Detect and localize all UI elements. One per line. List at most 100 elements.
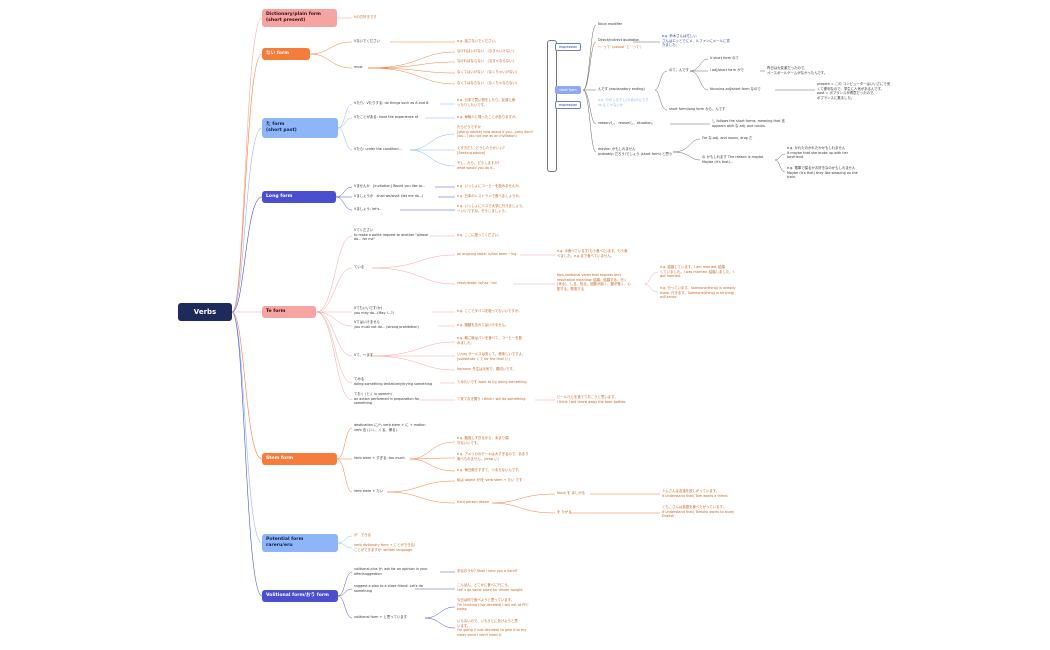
stem-tai-2: third person desire [457, 500, 490, 504]
te-example-3: e.g. ここでタバコを吸ってもいいですか。 [457, 309, 522, 313]
potential-node-2: verb dictionary form + ことができる/ ことができますか:… [354, 543, 416, 552]
kara-ndesu: short form/long form から、んです [669, 107, 726, 111]
nai-node-1: Vないでください [354, 39, 380, 43]
ta-example-2: e.g. 毎晩人と喋ったことがありますか。 [457, 115, 519, 119]
category-volitional-form[interactable]: Volitional form/おう form [262, 590, 338, 602]
te-node-3: Vてもいいです(か) you may do...(May I...?) [354, 306, 394, 315]
quotation-casual-note: ～ 'って' (casual 'と' 'って') [598, 45, 642, 49]
volitional-node-2: suggest a plan to a close friend: Let's … [354, 584, 423, 593]
te-iru-result-example: Non-volitional verbs that express only r… [557, 273, 631, 291]
stem-sugiru-1: e.g. 勉強しすぎるから、あまり頭 きないいです。 [457, 436, 509, 445]
te-example-4: e.g. 箱鍵を忘れてはいけません。 [457, 323, 509, 327]
te-example-5b: い/na) サーメスは安くて、美味しいですよ。 [substitute くて f… [457, 352, 526, 361]
stem-node-1: destination に/へ verb stem + に + motion v… [354, 423, 426, 432]
explanatory-ending: んです (explanatory ending) [598, 87, 645, 91]
potential-node-1: が できる [354, 533, 371, 537]
node-node-desu: のて、んです [669, 68, 690, 72]
te-node-1: Vてください to make a polite request to anoth… [354, 228, 429, 242]
stem-tai-1: 私は object が/を verb stem + たい です [457, 478, 523, 482]
te-example-7: て来ておき置う I think I will do something [457, 397, 526, 401]
ta-example-3: たらどうですか [giving advice] how about if you… [457, 125, 533, 139]
stem-tagaru: を たがる [557, 510, 572, 514]
te-example-7b: ビールびんを捨てておこうと思います。 I think I will throw … [557, 395, 627, 404]
volitional-node-1: volitional plus か: ask for an opinion in… [354, 567, 428, 576]
te-node-7: ておく (とく in speech) an action performed i… [354, 392, 420, 406]
volitional-example-2: こんばん、どこかに食べに行こう。 Let' s go some place fo… [457, 583, 524, 592]
stem-sugiru-2: e.g. アメリカのテーキは大すぎるので、あまり 食べられません。(drop い… [457, 452, 529, 461]
ta-node-1: Vたり、Vたりする: do things such as A and B [354, 101, 429, 105]
te-iru-result-example-2: e.g. 行っています。Someone(thing) is already th… [660, 286, 736, 300]
quotation: Direct/indirect quotation [598, 38, 640, 42]
stem-hoshigaru-example: トムさんは友達を欲しがっています。 It understand that) To… [662, 489, 729, 498]
ta-node-3: Vたら: under the condition... [354, 147, 402, 151]
volitional-example-4: いらないので、いもうとにあげようと思 います。 I'm going (I jus… [457, 619, 527, 637]
nai-node-2: must [354, 65, 363, 69]
root-node[interactable]: Verbs [178, 303, 232, 321]
ta-example-5: そし、たら、どうしますか? what would you do if... [457, 161, 500, 170]
noun-modifier: Noun modifier [598, 22, 623, 26]
maybe-probably: maybe: かもしれません probably: だろう/でしょう (short… [598, 147, 673, 156]
short-form-bracket [547, 40, 552, 172]
nai-example: e.g. 話さないでください。 [457, 39, 499, 43]
te-example-5c: Na/noun 先生は元気で、親切いです。 [457, 367, 516, 371]
quotation-example: e.g. 鈴木さんは忙しい さんはエッとでにメ、ルファンにメールに書 きました。 [662, 34, 730, 48]
long-node-3: Vましょう: let's.. [354, 207, 382, 211]
category-te-form[interactable]: Te form [262, 306, 316, 318]
stem-node-3: Verb stem + たい [354, 489, 384, 493]
te-node-5: Vて、～ます [354, 353, 374, 357]
te-iru-ongoing: an ongoing state: is/has been ~ing [457, 252, 517, 256]
i-adj-node-example: 昨日は大変楽だったので、 ペースボールゲームがなかったんです。 [767, 66, 828, 75]
short-form-tag[interactable]: short form [555, 86, 581, 94]
expression-tag-1[interactable]: expression [555, 43, 582, 51]
expression-tag-2[interactable]: expression [555, 101, 582, 109]
noun-na-adj-example: present = この コンピューターはいいさにで安 くて便利なので、学生に人… [817, 82, 891, 100]
dict-node: Vの方好きです [354, 15, 377, 19]
nai-must-4: なくてはならない (なくちゃならない) [457, 81, 518, 85]
nai-must-2: なければならない (なきゃならない) [457, 59, 514, 63]
nai-must-3: なくてはいけない (なくちゃいけない) [457, 70, 518, 74]
category-stem-form[interactable]: Stem form [262, 453, 337, 465]
i-adj-node: i adj/short form かで [710, 68, 744, 72]
stem-sugiru-3: e.g. 毎日働きすぎて、つまらないんです。 [457, 468, 522, 472]
noun-na-adj-node: Noun/na-adj/short form なので [710, 87, 761, 91]
te-node-2: ている [354, 265, 365, 269]
category-long-form[interactable]: Long form [262, 191, 336, 203]
maybe-example-1: e.g. かれたのかれたかかもしれません It maybe that she b… [787, 146, 848, 160]
te-node-6: てみる doing something tentatively/trying s… [354, 377, 433, 386]
category-potential-form[interactable]: Potential form rareru/eru [262, 534, 338, 552]
maybe-no-kamoshiremasen: の かもしれます The reason is maybe. Maybe (it'… [702, 155, 765, 164]
te-example-5a: e.g. 朝ご飯はパンを食べて、コーヒーを飲 みました。 [457, 336, 522, 345]
ta-node-2: Vたことがある: have the experience of [354, 115, 419, 119]
v-short-node: V short form のて [710, 56, 739, 60]
explanatory-example: e.g. やがしますし(ため)のんです vs.んじゃないか [598, 98, 649, 107]
maybe-na-adj-note: For な-adj. and nouns, drop だ [702, 136, 753, 140]
te-node-4: Vてはいけません you must not do... (strong proh… [354, 320, 419, 329]
stem-tagaru-example: ともこさんは英語を食べたがっています。 It understand that) … [662, 505, 735, 519]
volitional-example-1: 手伝おうか? Shall I lend you a hand? [457, 569, 518, 573]
long-node-2: Vましょうか shall we/shall I/let me do...) [354, 194, 424, 198]
te-iru-ongoing-example: e.g. 今食べています(もう食べた)ます。もう食 べました。e.g.まで食べて… [557, 249, 628, 258]
long-node-1: Vませんか [invitation] Would you like to... [354, 184, 426, 188]
long-example-3: e.g. いっしょにバスで大学に行きましょう。 → いいですね、そうしましょう。 [457, 204, 526, 213]
category-ta-form[interactable]: た form (short past) [262, 118, 338, 138]
maybe-example-2: e.g. 電車で寝るかお好きなのかもしれません Maybe (it's that… [787, 166, 858, 180]
reason-shi-example: し follows the short forms, meaning that … [712, 119, 785, 128]
te-example-1: e.g. ここに座ってください。 [457, 233, 502, 237]
reason-shi: reason/し、 reasonし、situation。 [598, 121, 655, 125]
te-iru-result: result/state: is/has ~ed [457, 281, 497, 285]
volitional-example-3: 今日は何で食べようと思っています。 I'm thinking (I've dec… [457, 598, 529, 612]
ta-example-4: えすきだ?、どうしたらかいい? [Seeking advice] [457, 146, 505, 155]
ta-example-1: e.g. 日本で買い物をしたり、友達と食 ったりしたいです。 [457, 98, 516, 107]
category-nai-form[interactable]: ない form [262, 48, 310, 60]
te-example-6: てみたいです want to try doing something [457, 380, 527, 384]
long-example-2: e.g. 日本のレストランで食べましょうか。 [457, 194, 523, 198]
volitional-node-3: volitional form + と思っています [354, 615, 408, 619]
long-example-1: e.g. いっしょにコーヒーを飲みませんか。 [457, 184, 522, 188]
category-dictionary-form[interactable]: Dictionary/plain form (short present) [262, 9, 337, 27]
te-iru-result-example-1: e.g. 結婚しています。I am married. 結婚 していました。I w… [660, 265, 734, 279]
stem-hoshigaru: Noun を ほしがる [557, 491, 586, 495]
stem-node-2: Verb stem + すぎる: too much [354, 456, 405, 460]
nai-must-1: なければいけない (なきゃいけない) [457, 49, 514, 53]
